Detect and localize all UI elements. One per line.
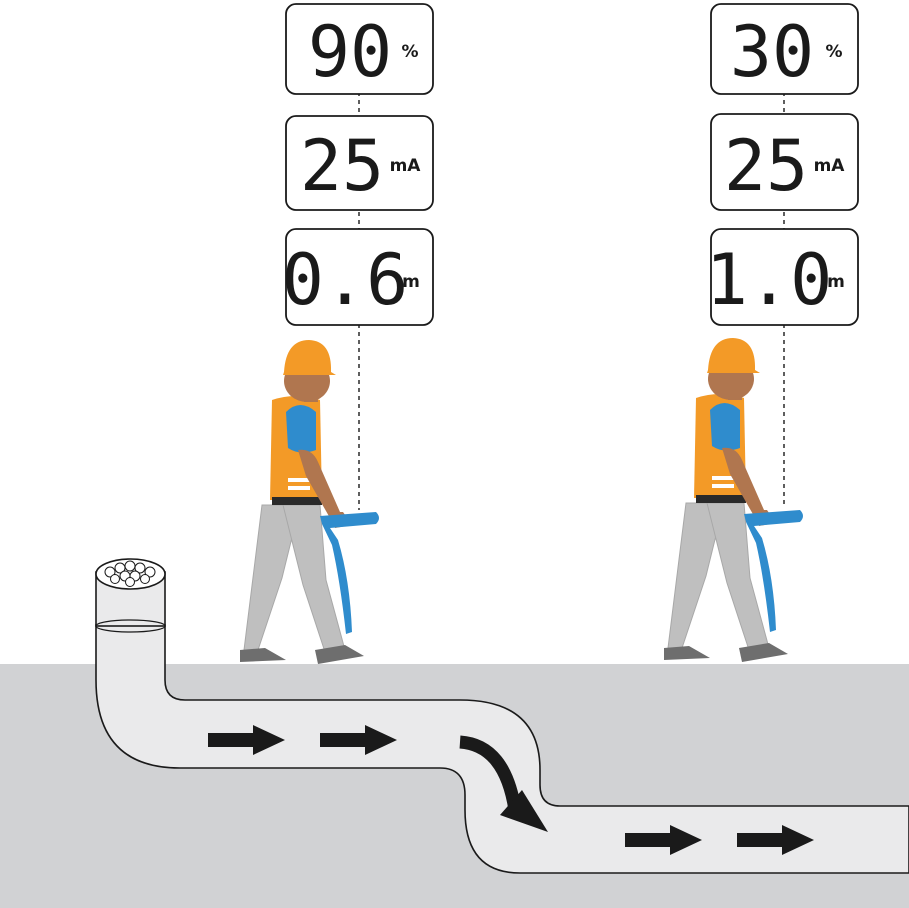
readout-current-left: 25 mA — [285, 115, 434, 211]
readout-unit: % — [825, 42, 842, 62]
readout-value: 0.6 — [282, 239, 408, 321]
readout-unit: m — [402, 272, 420, 292]
readout-unit: % — [401, 42, 418, 62]
readout-unit: mA — [814, 156, 846, 176]
cable-locator-icon — [320, 512, 379, 634]
readout-unit: m — [827, 272, 845, 292]
worker-figure-right — [663, 337, 804, 663]
readout-current-right: 25 mA — [710, 113, 859, 211]
flow-arrow-icon — [320, 725, 397, 755]
readout-value: 90 — [308, 11, 392, 93]
buried-cable-pipe — [95, 558, 909, 874]
cable-bundle-icon — [104, 560, 156, 587]
readout-panel-right: 30 % 25 mA 1.0 m — [706, 3, 859, 326]
worker-figure-left — [240, 340, 379, 664]
flow-arrows — [208, 725, 814, 855]
readout-value: 25 — [724, 125, 808, 207]
readout-value: 30 — [730, 11, 814, 93]
readout-depth-left: 0.6 m — [282, 228, 434, 326]
readout-percent-right: 30 % — [710, 3, 859, 95]
readout-panel-left: 90 % 25 mA 0.6 m — [282, 3, 434, 326]
flow-arrow-curved-icon — [459, 735, 522, 812]
readout-unit: mA — [390, 156, 422, 176]
readout-percent-left: 90 % — [285, 3, 434, 95]
flow-arrow-icon — [737, 825, 814, 855]
flow-arrow-icon — [625, 825, 702, 855]
flow-arrow-icon — [208, 725, 285, 755]
readout-value: 1.0 — [706, 239, 832, 321]
readout-depth-right: 1.0 m — [706, 228, 859, 326]
readout-value: 25 — [300, 125, 384, 207]
